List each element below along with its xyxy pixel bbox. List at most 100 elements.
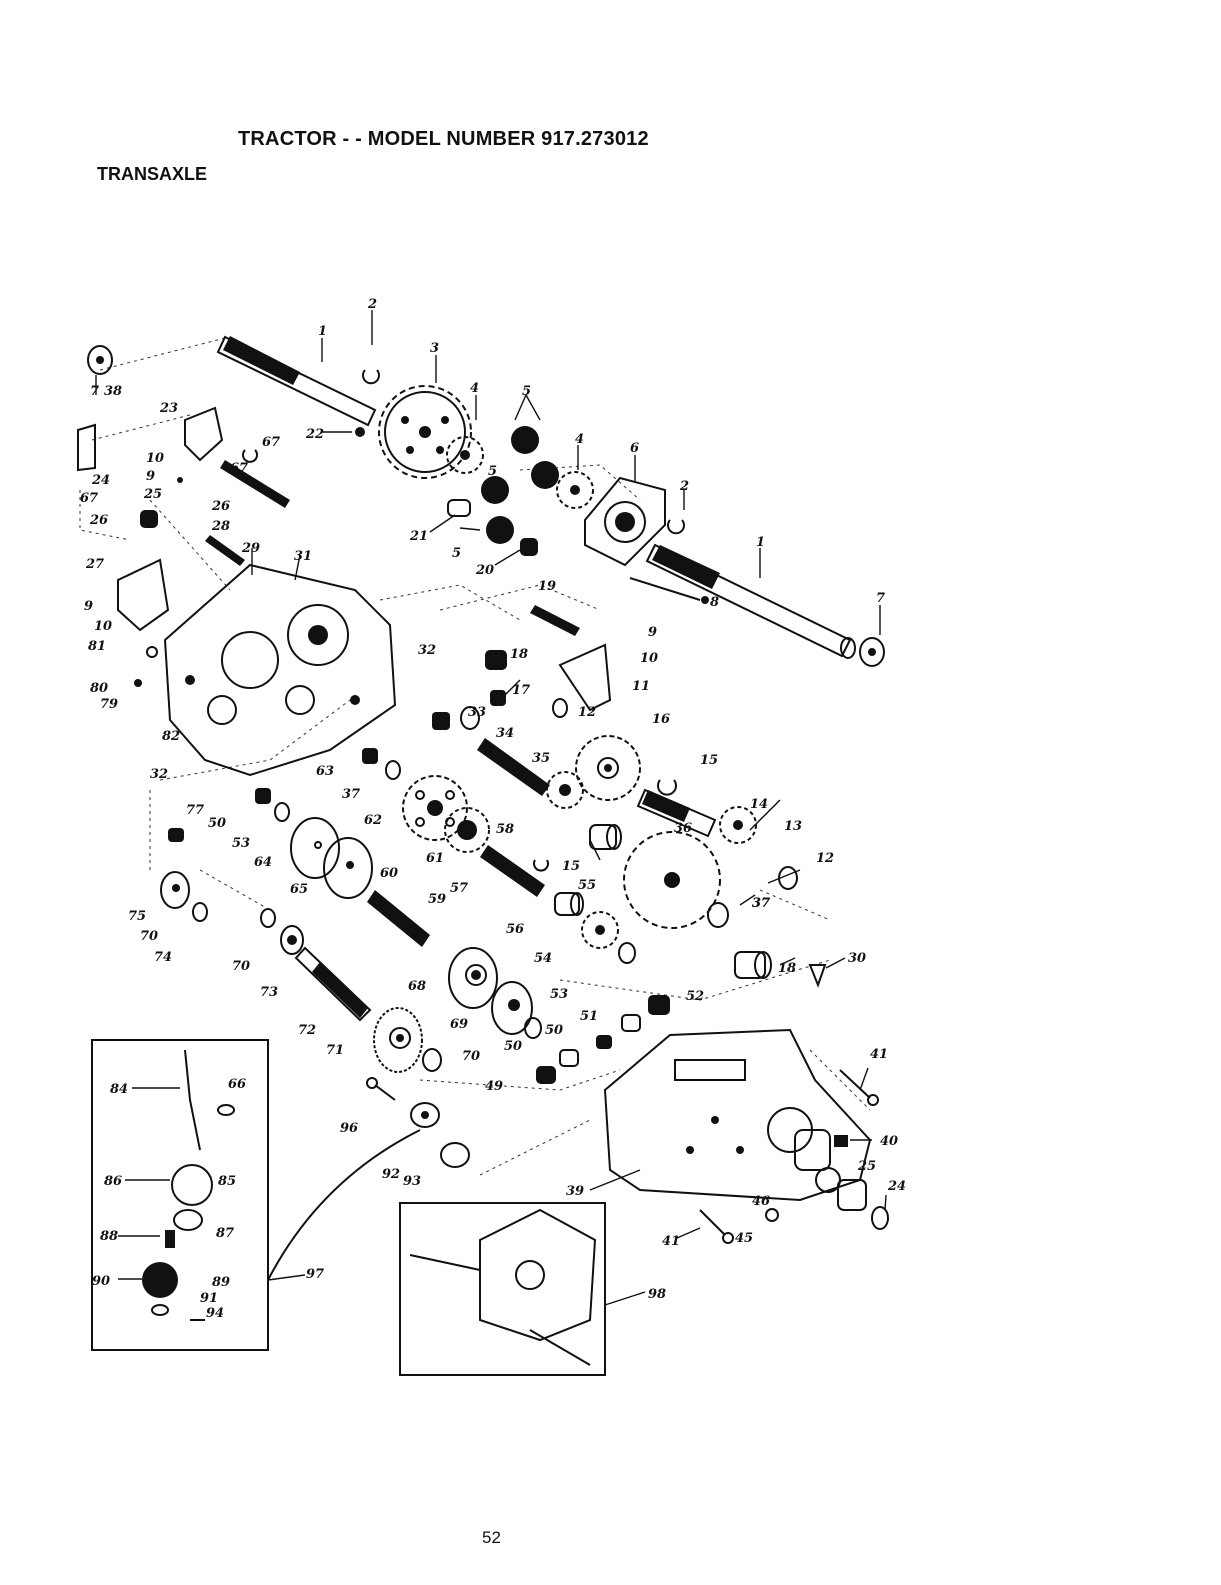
callout-33: 33: [468, 705, 486, 720]
bushing-50b: [559, 1049, 579, 1067]
bushing-50a: [596, 1035, 612, 1049]
callout-70: 70: [462, 1049, 480, 1064]
callout-67: 67: [262, 435, 280, 450]
callout-81: 81: [88, 639, 106, 654]
callout-34: 34: [496, 726, 514, 741]
page-title: TRACTOR - - MODEL NUMBER 917.273012: [238, 128, 649, 150]
callout-45: 45: [735, 1231, 753, 1246]
callout-37: 37: [752, 896, 770, 911]
washer-50c: [524, 1017, 542, 1039]
callout-2: 2: [679, 479, 689, 494]
callout-73: 73: [260, 985, 278, 1000]
callout-66: 66: [228, 1077, 246, 1092]
bushing-52: [648, 995, 670, 1015]
callout-32: 32: [150, 767, 168, 782]
bushing-51: [621, 1014, 641, 1032]
callout-20: 20: [475, 563, 494, 578]
washer-53: [274, 802, 290, 822]
bracket-23: [184, 406, 224, 462]
callout-10: 10: [640, 651, 658, 666]
bushing-25: [140, 510, 158, 528]
callout-41: 41: [870, 1047, 888, 1062]
callout-26: 26: [211, 499, 230, 514]
gear-4-lower: [556, 471, 594, 509]
callout-96: 96: [340, 1121, 358, 1136]
callout-8: 8: [710, 595, 719, 610]
callout-5: 5: [522, 384, 531, 399]
ball-81: [146, 646, 158, 658]
callout-4: 4: [470, 381, 479, 396]
callout-67: 67: [230, 461, 248, 476]
callout-7: 7: [876, 591, 885, 606]
callout-86: 86: [104, 1174, 122, 1189]
callout-16: 16: [652, 712, 670, 727]
gear-54: [581, 911, 619, 949]
pin-19: [530, 605, 580, 636]
disk-68: [448, 947, 498, 1009]
callout-6: 6: [630, 441, 639, 456]
callout-35: 35: [532, 751, 550, 766]
flange-top-left-7: [87, 345, 113, 375]
callout-2: 2: [367, 297, 377, 312]
washer-37a: [385, 760, 401, 780]
callout-40: 40: [880, 1134, 898, 1149]
washer-12a: [552, 698, 568, 718]
callout-87: 87: [216, 1226, 234, 1241]
gear-13: [719, 806, 757, 844]
callout-27: 27: [85, 557, 104, 572]
callout-36: 36: [674, 821, 692, 836]
washer-45: [765, 1208, 779, 1222]
washer-70b: [260, 908, 276, 928]
callout-19: 19: [538, 579, 556, 594]
callout-49: 49: [485, 1079, 503, 1094]
callout-39: 39: [566, 1184, 584, 1199]
callout-24: 24: [887, 1179, 906, 1194]
gear-55: [623, 831, 721, 929]
callout-7: 7: [90, 384, 99, 399]
washer-37b: [707, 902, 729, 928]
callout-11: 11: [632, 679, 650, 694]
bushing-36: [589, 824, 622, 850]
callout-53: 53: [232, 836, 250, 851]
gear-62: [402, 775, 468, 841]
callout-65: 65: [290, 882, 308, 897]
callout-53: 53: [550, 987, 568, 1002]
callout-59: 59: [428, 892, 446, 907]
pin-77: [168, 828, 184, 842]
callout-92: 92: [382, 1167, 400, 1182]
callout-89: 89: [212, 1275, 230, 1290]
page-number: 52: [482, 1528, 501, 1547]
callout-56: 56: [506, 922, 524, 937]
callout-5: 5: [452, 546, 461, 561]
callout-72: 72: [298, 1023, 316, 1038]
callout-29: 29: [241, 541, 260, 556]
callout-91: 91: [200, 1291, 218, 1306]
callout-70: 70: [232, 959, 250, 974]
callout-62: 62: [364, 813, 382, 828]
callout-57: 57: [450, 881, 468, 896]
callout-28: 28: [211, 519, 230, 534]
callout-13: 13: [784, 819, 802, 834]
disk-64: [290, 817, 340, 879]
bushing-17: [490, 690, 506, 706]
spring-40: [834, 1135, 848, 1147]
callout-90: 90: [92, 1274, 110, 1289]
bushing-63: [362, 748, 378, 764]
washer-53b: [618, 942, 636, 964]
callout-3: 3: [430, 341, 439, 356]
callout-51: 51: [580, 1009, 598, 1024]
callout-37: 37: [752, 896, 770, 911]
bolt-41-top: [839, 1069, 879, 1106]
housing-right-39: [603, 1028, 872, 1202]
gear-5-cluster: [481, 426, 559, 544]
ball-9: [177, 477, 183, 483]
callout-60: 60: [380, 866, 398, 881]
callout-77: 77: [186, 803, 204, 818]
washer-70a: [192, 902, 208, 922]
callout-98: 98: [648, 1287, 666, 1302]
callout-18: 18: [778, 961, 796, 976]
ball-80: [134, 679, 142, 687]
disk-69: [491, 981, 533, 1035]
shaft-14: [636, 788, 717, 838]
